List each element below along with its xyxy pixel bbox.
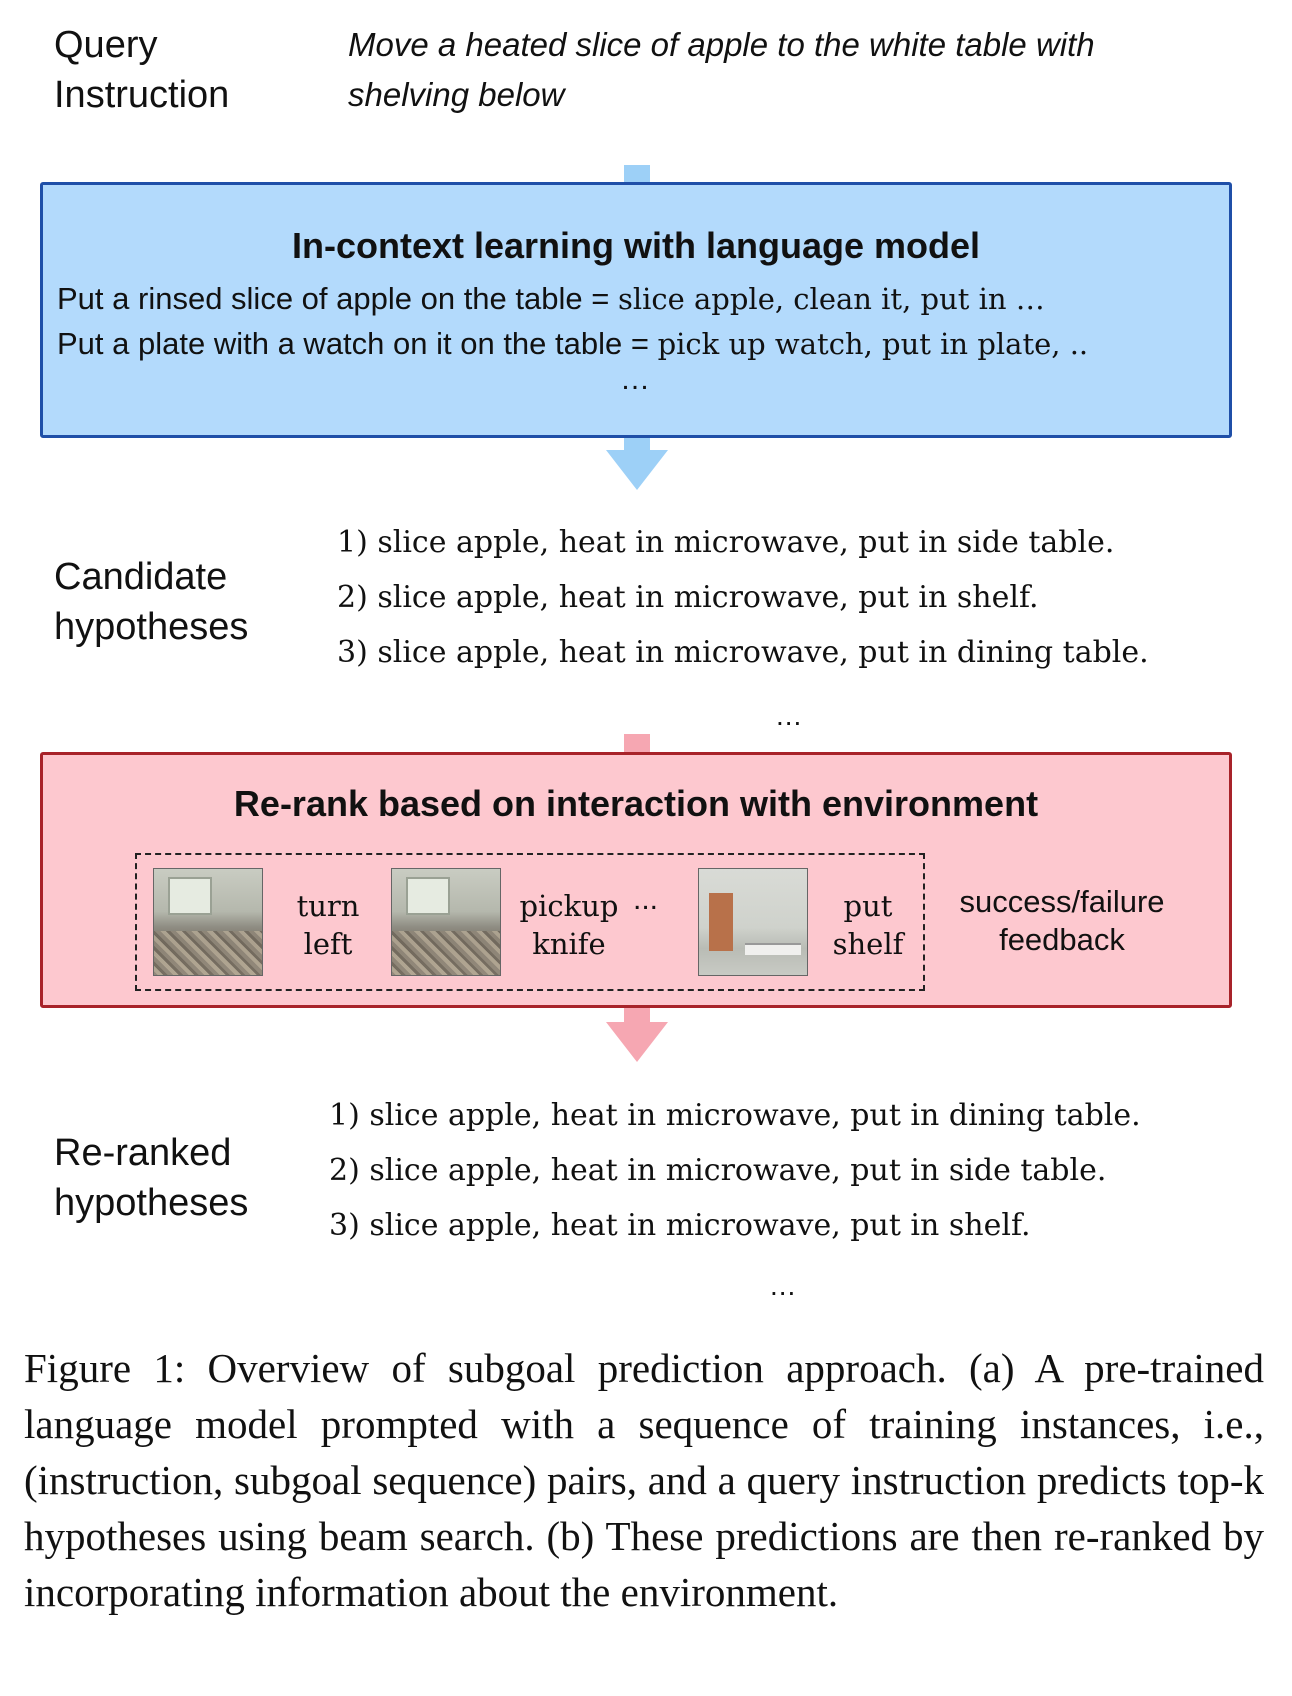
interaction-trajectory-frame — [135, 853, 925, 991]
reranked-label-line1: Re-ranked — [54, 1132, 232, 1174]
success-failure-feedback: success/failure feedback — [937, 883, 1187, 959]
query-label-line1: Query — [54, 24, 158, 66]
env-observation-image-1 — [153, 868, 263, 976]
feedback-line2: feedback — [999, 922, 1125, 957]
candidate-hypotheses-list: 1) slice apple, heat in microwave, put i… — [337, 515, 1149, 680]
icl-box-title: In-context learning with language model — [291, 225, 981, 266]
reranked-hypothesis-1: 1) slice apple, heat in microwave, put i… — [329, 1098, 1141, 1133]
icl-example-1: Put a rinsed slice of apple on the table… — [57, 281, 1045, 317]
icl-ellipsis: … — [620, 363, 652, 396]
query-text-line2: shelving below — [348, 76, 565, 113]
arrow-head-icl-to-candidates — [606, 450, 668, 490]
arrow-stem-icl-to-candidates — [624, 438, 650, 450]
arrow-stem-candidates-to-rerank — [624, 734, 650, 754]
feedback-line1: success/failure — [959, 884, 1165, 919]
rerank-box: Re-rank based on interaction with enviro… — [40, 752, 1232, 1008]
candidate-label-line2: hypotheses — [54, 606, 249, 648]
action-pickup-knife: pickup knife — [509, 887, 629, 963]
candidate-hypothesis-2: 2) slice apple, heat in microwave, put i… — [337, 580, 1039, 615]
figure-caption: Figure 1: Overview of subgoal prediction… — [24, 1345, 1264, 1615]
action-1-line1: turn — [296, 889, 360, 923]
env-observation-image-2 — [391, 868, 501, 976]
action-3-line1: put — [843, 889, 893, 923]
icl-example-1-subgoals: slice apple, clean it, put in … — [617, 282, 1045, 316]
arrow-head-rerank-to-reranked — [606, 1022, 668, 1062]
action-2-line1: pickup — [519, 889, 619, 923]
candidate-hypothesis-1: 1) slice apple, heat in microwave, put i… — [337, 525, 1115, 560]
icl-example-2: Put a plate with a watch on it on the ta… — [57, 326, 1088, 362]
candidate-label-line1: Candidate — [54, 556, 228, 598]
reranked-hypothesis-2: 2) slice apple, heat in microwave, put i… — [329, 1153, 1107, 1188]
icl-example-2-subgoals: pick up watch, put in plate, .. — [657, 327, 1089, 361]
reranked-label-line2: hypotheses — [54, 1182, 249, 1224]
reranked-hypothesis-3: 3) slice apple, heat in microwave, put i… — [329, 1208, 1031, 1243]
env-observation-image-3 — [698, 868, 808, 976]
icl-example-1-instruction: Put a rinsed slice of apple on the table… — [57, 281, 618, 316]
trajectory-dots: ... — [633, 883, 659, 916]
arrow-stem-query-to-icl — [624, 165, 650, 185]
query-label: Query Instruction — [54, 20, 229, 120]
icl-example-2-instruction: Put a plate with a watch on it on the ta… — [57, 326, 658, 361]
candidate-ellipsis: ... — [776, 700, 803, 731]
candidate-hypotheses-label: Candidate hypotheses — [54, 552, 248, 652]
reranked-ellipsis: ... — [770, 1270, 797, 1301]
reranked-hypotheses-label: Re-ranked hypotheses — [54, 1128, 248, 1228]
action-1-line2: left — [303, 927, 353, 961]
query-instruction-text: Move a heated slice of apple to the whit… — [348, 20, 1095, 120]
action-2-line2: knife — [532, 927, 606, 961]
action-3-line2: shelf — [832, 927, 904, 961]
arrow-stem-rerank-to-reranked — [624, 1008, 650, 1022]
reranked-hypotheses-list: 1) slice apple, heat in microwave, put i… — [329, 1088, 1141, 1253]
candidate-hypothesis-3: 3) slice apple, heat in microwave, put i… — [337, 635, 1149, 670]
query-text-line1: Move a heated slice of apple to the whit… — [348, 26, 1095, 63]
rerank-box-title: Re-rank based on interaction with enviro… — [233, 783, 1039, 824]
action-turn-left: turn left — [273, 887, 383, 963]
in-context-learning-box: In-context learning with language model … — [40, 182, 1232, 438]
action-put-shelf: put shelf — [823, 887, 913, 963]
query-label-line2: Instruction — [54, 74, 230, 116]
